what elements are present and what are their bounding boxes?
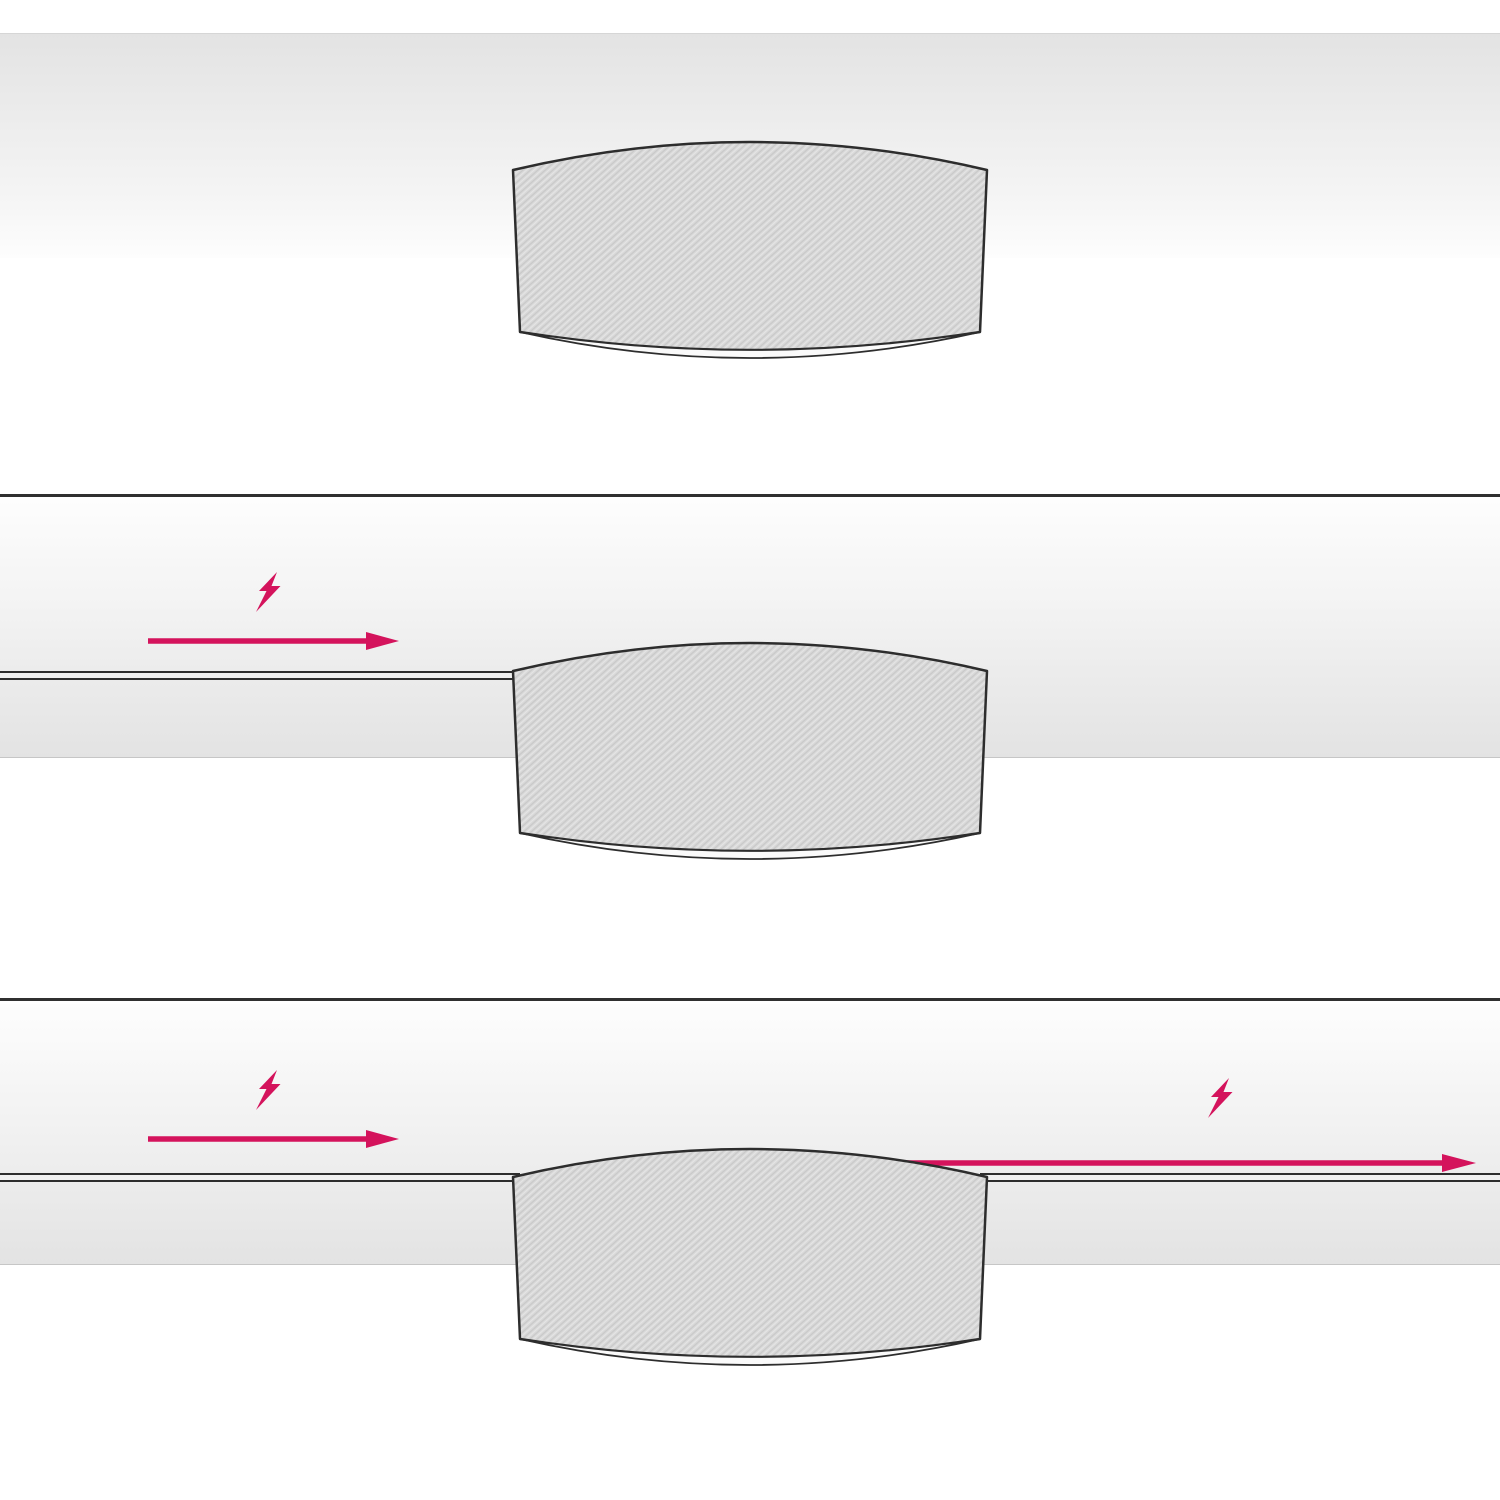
direction-arrow-head [366,1130,399,1148]
lightning-icon [1208,1078,1233,1118]
lightning-icon [256,1070,281,1110]
lightning-icon [256,572,281,612]
lampshade-shape [511,140,989,360]
panel-divider [0,494,1500,497]
lampshade-shape [511,1147,989,1367]
panel-lamp-no-cable [0,0,1500,494]
power-flow-right [903,1078,1476,1172]
direction-arrow-head [366,632,399,650]
drum-ceiling-lamp [511,1147,989,1367]
panel-lamp-cable-through [0,1001,1500,1500]
direction-arrow-head [1442,1154,1476,1172]
panel-divider [0,998,1500,1001]
power-cable-left [0,1173,520,1182]
power-flow-left [148,1070,399,1148]
power-cable-right [980,1173,1500,1182]
lampshade-shape [511,641,989,861]
drum-ceiling-lamp [511,140,989,360]
drum-ceiling-lamp [511,641,989,861]
power-cable-left [0,671,520,680]
power-flow-left [148,572,399,650]
panel-lamp-cable-left [0,497,1500,998]
